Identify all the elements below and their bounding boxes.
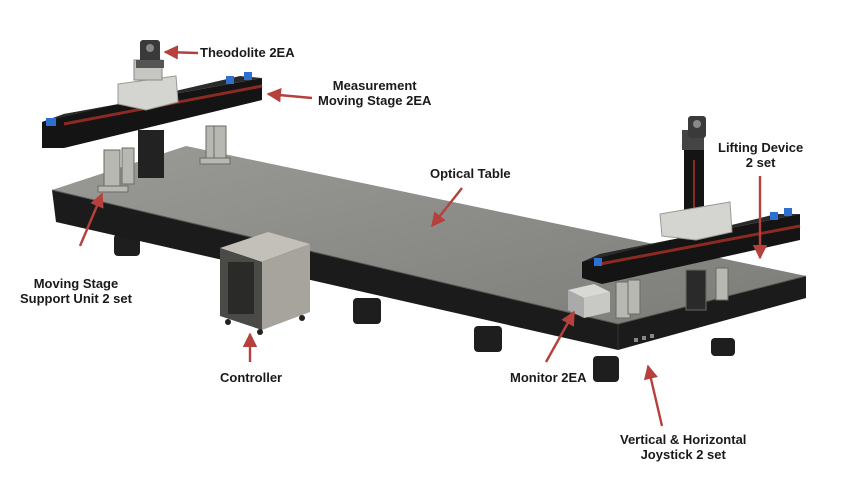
arrow-support-unit bbox=[78, 192, 104, 247]
controller-cabinet bbox=[220, 232, 310, 335]
arrow-joystick bbox=[643, 364, 664, 427]
label-support-unit: Moving Stage Support Unit 2 set bbox=[20, 276, 132, 306]
support-unit-right bbox=[615, 267, 729, 319]
joystick-panel bbox=[634, 334, 654, 342]
label-monitor: Monitor 2EA bbox=[510, 370, 587, 385]
moving-stage-right bbox=[582, 208, 801, 284]
callout-arrows bbox=[78, 45, 768, 427]
label-theodolite: Theodolite 2EA bbox=[200, 45, 295, 60]
support-unit-left bbox=[97, 125, 231, 193]
label-controller: Controller bbox=[220, 370, 283, 385]
label-measurement-stage: Measurement Moving Stage 2EA bbox=[318, 78, 432, 108]
arrow-theodolite bbox=[163, 45, 199, 60]
theodolite-left bbox=[136, 40, 164, 68]
center-post-left bbox=[138, 130, 164, 178]
theodolite-right bbox=[688, 116, 706, 138]
label-joystick: Vertical & Horizontal Joystick 2 set bbox=[620, 432, 747, 462]
carriage-right bbox=[659, 201, 733, 241]
table-feet bbox=[114, 234, 735, 382]
arrow-optical-table bbox=[431, 187, 463, 228]
arrow-monitor bbox=[544, 310, 576, 363]
label-lifting-device: Lifting Device 2 set bbox=[718, 140, 804, 170]
arrow-measurement-stage bbox=[266, 88, 313, 103]
label-optical-table: Optical Table bbox=[430, 166, 511, 181]
monitor-box bbox=[568, 284, 610, 318]
